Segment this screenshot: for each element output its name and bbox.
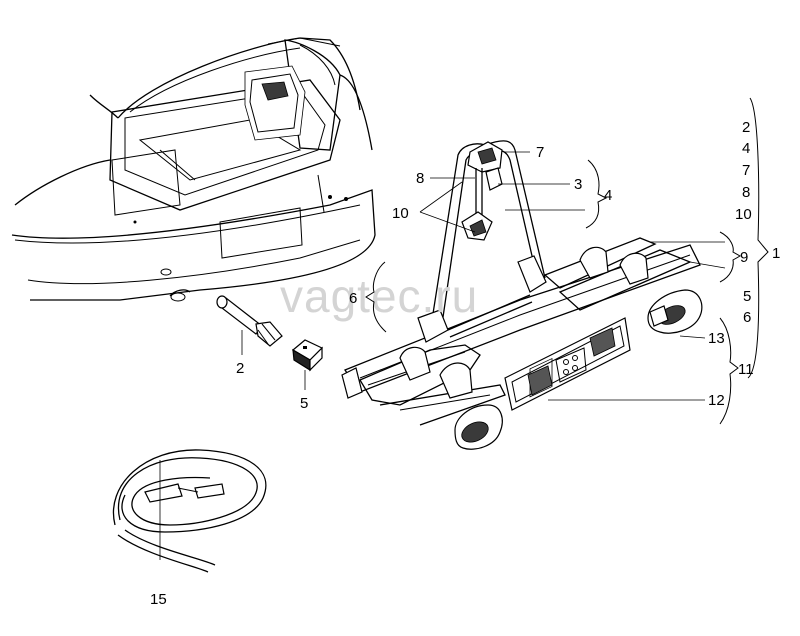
callout-9: 9 xyxy=(740,249,748,266)
callout-12: 12 xyxy=(708,392,725,409)
car-rear-illustration xyxy=(11,37,376,302)
callout-8: 8 xyxy=(416,170,424,187)
callout-1: 1 xyxy=(772,245,780,262)
list1-item: 10 xyxy=(735,206,752,223)
list1-item: 2 xyxy=(742,119,750,136)
list2-item: 5 xyxy=(743,288,751,305)
group-1-list: 2 4 7 8 10 5 6 xyxy=(735,119,752,326)
callout-4: 4 xyxy=(604,187,612,204)
callout-5: 5 xyxy=(300,395,308,412)
callout-6: 6 xyxy=(349,290,357,307)
list1-item: 8 xyxy=(742,184,750,201)
list2-item: 6 xyxy=(743,309,751,326)
callout-3: 3 xyxy=(574,176,582,193)
callout-11: 11 xyxy=(738,361,754,378)
leader-lines xyxy=(159,151,726,560)
watermark-text: vagtec.ru xyxy=(280,270,478,322)
callout-7: 7 xyxy=(536,144,544,161)
callout-2: 2 xyxy=(236,360,244,377)
part-2-adapter-pin xyxy=(216,295,283,347)
part-5-adapter-block xyxy=(291,339,324,372)
list1-item: 4 xyxy=(742,140,750,157)
callout-15: 15 xyxy=(150,591,167,608)
callout-13: 13 xyxy=(708,330,725,347)
bike-carrier-illustration xyxy=(341,140,703,450)
list1-item: 7 xyxy=(742,162,750,179)
callout-labels: 2 5 6 7 8 3 4 10 9 13 11 12 15 1 xyxy=(150,144,780,608)
group-braces xyxy=(365,97,769,425)
part-15-strap-cable xyxy=(112,449,267,573)
callout-10: 10 xyxy=(392,205,409,222)
